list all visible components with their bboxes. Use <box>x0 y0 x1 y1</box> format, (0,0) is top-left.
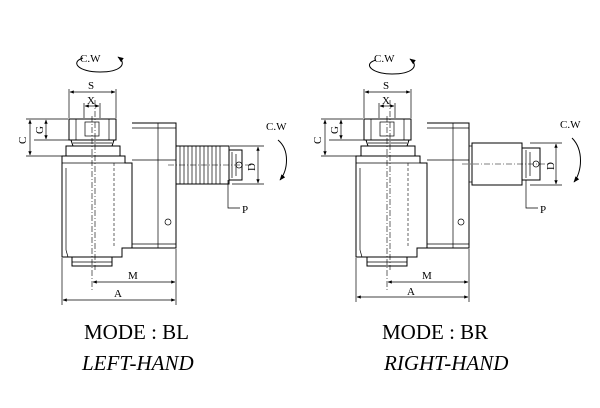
x-label: X <box>382 95 390 107</box>
p-label: P <box>242 204 248 216</box>
cw-right-label: C.W <box>266 121 287 133</box>
mode-bl-title: MODE : BL <box>84 320 189 344</box>
cw-top-arrow <box>369 58 416 75</box>
main-body <box>355 155 428 258</box>
mode-br-title: MODE : BR <box>382 320 488 344</box>
hand-br-subtitle: RIGHT-HAND <box>383 351 508 375</box>
main-body <box>61 155 133 258</box>
g-label: G <box>329 126 341 134</box>
view-bl: C.W S X C G <box>17 53 287 375</box>
g-label: G <box>34 126 46 134</box>
d-label: D <box>246 163 258 171</box>
c-label: C <box>17 137 29 144</box>
cw-right-arrow <box>571 137 581 183</box>
d-label: D <box>545 162 557 170</box>
side-housing <box>132 122 177 249</box>
p-leader <box>525 180 538 209</box>
c-label: C <box>312 137 324 144</box>
p-label: P <box>540 204 546 216</box>
cw-top-arrow <box>76 56 124 73</box>
m-label: M <box>128 270 138 282</box>
p-leader <box>227 180 240 209</box>
a-label: A <box>407 286 415 298</box>
side-housing <box>427 122 470 249</box>
s-label: S <box>88 80 94 92</box>
x-label: X <box>87 95 95 107</box>
cw-right-label: C.W <box>560 119 581 131</box>
a-label: A <box>114 288 122 300</box>
m-label: M <box>422 270 432 282</box>
view-br: C.W S X C G <box>312 53 581 375</box>
s-label: S <box>383 80 389 92</box>
cw-top-label: C.W <box>80 53 101 65</box>
cw-top-label: C.W <box>374 53 395 65</box>
cw-right-arrow <box>277 139 287 181</box>
hand-bl-subtitle: LEFT-HAND <box>81 351 194 375</box>
